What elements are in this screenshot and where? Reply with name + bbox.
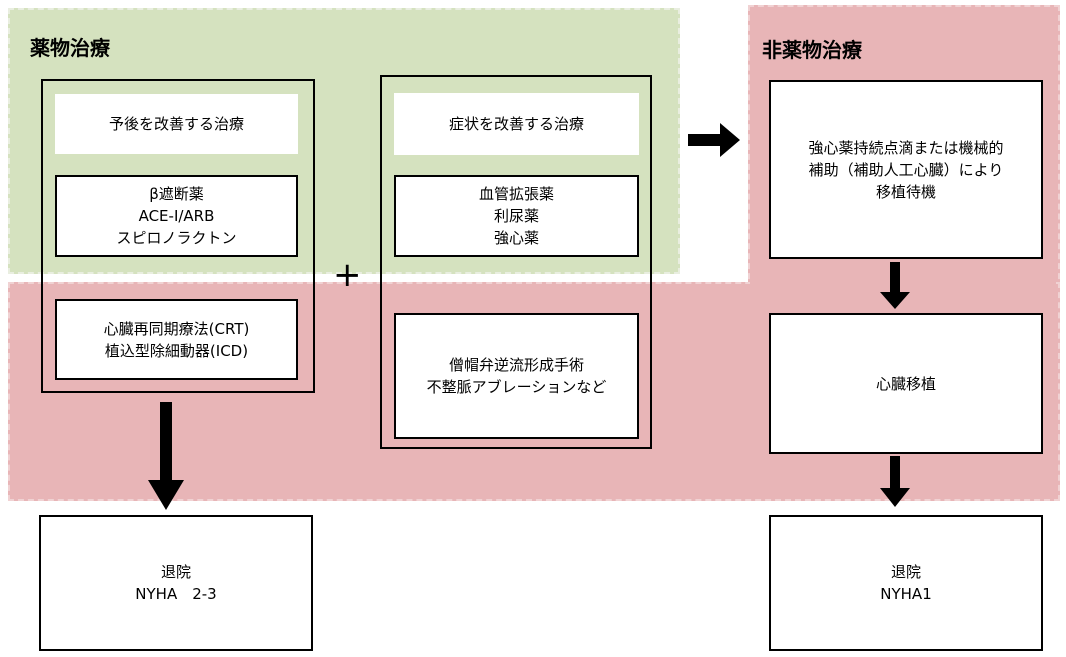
bridge-support-box: 強心薬持続点滴または機械的 補助（補助人工心臓）により 移植待機 (769, 80, 1043, 259)
prognosis-drugs-box: β遮断薬 ACE-I/ARB スピロノラクトン (55, 175, 298, 257)
device-icd: 植込型除細動器(ICD) (104, 341, 249, 360)
drug-ace-arb: ACE-I/ARB (138, 207, 215, 225)
drug-diuretic: 利尿薬 (493, 207, 539, 225)
prognosis-devices-box: 心臓再同期療法(CRT) 植込型除細動器(ICD) (55, 299, 298, 380)
drug-vasodilator: 血管拡張薬 (478, 185, 554, 203)
pharmacological-label: 薬物治療 (30, 36, 110, 60)
heart-transplant-box: 心臓移植 (769, 313, 1043, 454)
symptom-treatment-header: 症状を改善する治療 (394, 93, 639, 155)
discharge-nyha1-box: 退院 NYHA1 (769, 515, 1043, 651)
device-crt: 心臓再同期療法(CRT) (103, 319, 250, 338)
down-arrow-icon (880, 262, 910, 309)
non-pharmacological-label: 非薬物治療 (762, 38, 862, 62)
symptom-treatment-frame (380, 75, 652, 449)
discharge-nyha23-box: 退院 NYHA 2-3 (39, 515, 313, 651)
drug-spironolactone: スピロノラクトン (116, 229, 237, 247)
prognosis-treatment-header: 予後を改善する治療 (55, 94, 298, 154)
symptom-drugs-box: 血管拡張薬 利尿薬 強心薬 (394, 175, 639, 257)
drug-inotrope: 強心薬 (493, 229, 539, 247)
procedure-mitral-repair: 僧帽弁逆流形成手術 (448, 356, 584, 374)
drug-beta-blocker: β遮断薬 (149, 185, 204, 203)
plus-operator: + (333, 255, 362, 295)
down-arrow-icon (148, 402, 184, 510)
procedure-ablation: 不整脈アブレーションなど (426, 378, 607, 396)
prognosis-treatment-frame (41, 79, 315, 393)
symptom-procedures-box: 僧帽弁逆流形成手術 不整脈アブレーションなど (394, 313, 639, 439)
right-arrow-icon (688, 123, 740, 157)
down-arrow-icon (880, 456, 910, 507)
